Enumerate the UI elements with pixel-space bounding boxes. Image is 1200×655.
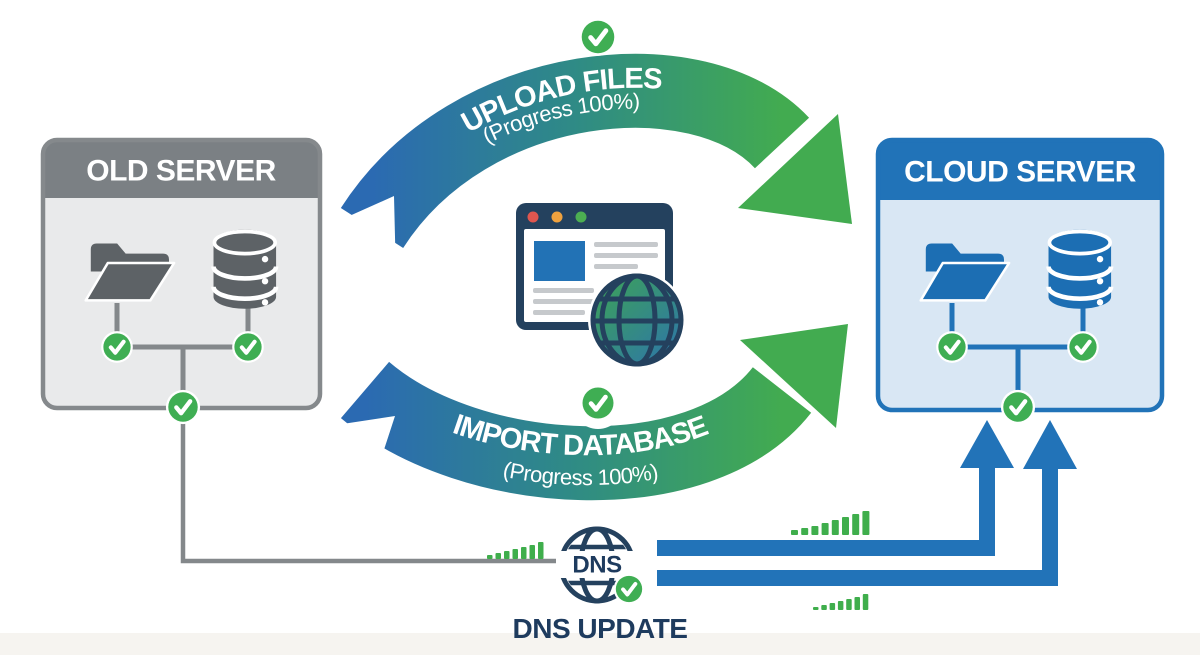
ribbon-tail-notch bbox=[316, 416, 395, 462]
arrowhead-up bbox=[1023, 420, 1077, 469]
signal-bar bbox=[831, 520, 839, 535]
signal-bar bbox=[813, 607, 819, 610]
page-image-placeholder bbox=[534, 241, 585, 281]
old-server-title: OLD SERVER bbox=[86, 155, 276, 188]
cloud-server-title: CLOUD SERVER bbox=[904, 156, 1137, 189]
browser-dot-green bbox=[575, 211, 587, 223]
arrowhead-right bbox=[740, 324, 848, 428]
dns-update-arrows bbox=[657, 420, 1077, 586]
old-database-check-icon bbox=[232, 331, 264, 363]
signal-bar bbox=[791, 530, 798, 535]
arrowhead-up bbox=[960, 420, 1014, 468]
dns-badge-backing bbox=[556, 551, 638, 578]
signal-bar bbox=[852, 514, 860, 535]
signal-bar bbox=[487, 555, 493, 559]
signal-bar bbox=[521, 547, 527, 559]
signal-bar bbox=[854, 597, 860, 610]
signal-bar bbox=[811, 526, 819, 535]
page-text-placeholder bbox=[533, 242, 658, 315]
globe-icon bbox=[588, 271, 686, 369]
cloud-database-check-icon bbox=[1067, 331, 1099, 363]
import-check-icon bbox=[580, 385, 616, 421]
signal-bar bbox=[495, 553, 501, 559]
cloud-server-box: CLOUD SERVER bbox=[875, 137, 1165, 424]
dns-globe-icon: DNS bbox=[556, 526, 647, 607]
signal-bar bbox=[842, 517, 849, 535]
database-icon bbox=[214, 230, 277, 309]
signal-bar bbox=[862, 511, 870, 535]
cloud-folder-check-icon bbox=[936, 331, 968, 363]
cloud-server-check-icon bbox=[1001, 390, 1035, 424]
signal-bar bbox=[821, 523, 829, 535]
arrowhead-right bbox=[738, 114, 852, 224]
signal-bar bbox=[862, 594, 869, 610]
ribbon-tail-notch bbox=[318, 196, 396, 278]
database-icon bbox=[1049, 230, 1112, 309]
signal-bar bbox=[801, 528, 809, 535]
signal-bar bbox=[512, 549, 518, 559]
old-server-check-icon bbox=[166, 390, 200, 424]
dns-check-icon bbox=[611, 571, 647, 607]
background-strip bbox=[0, 633, 1200, 655]
signal-bar bbox=[829, 603, 836, 610]
signal-bar bbox=[529, 545, 535, 559]
dns-connector-line bbox=[180, 415, 560, 564]
cloud-server-header bbox=[878, 140, 1162, 200]
signal-bar bbox=[538, 542, 544, 559]
import-arrow-band: IMPORT DATABASE (Progress 100%) bbox=[316, 324, 848, 501]
old-server-box: OLD SERVER bbox=[40, 137, 323, 424]
signal-bar bbox=[821, 605, 827, 610]
signal-bar bbox=[837, 601, 844, 610]
upload-check-icon bbox=[579, 18, 617, 56]
dns-badge: DNS bbox=[572, 552, 622, 579]
browser-dot-red bbox=[527, 211, 539, 223]
old-server-header bbox=[43, 140, 320, 198]
browser-dot-yellow bbox=[551, 211, 563, 223]
old-folder-check-icon bbox=[101, 331, 133, 363]
dns-update-label: DNS UPDATE bbox=[513, 613, 688, 644]
signal-bar bbox=[504, 551, 510, 559]
signal-bar bbox=[846, 599, 852, 610]
